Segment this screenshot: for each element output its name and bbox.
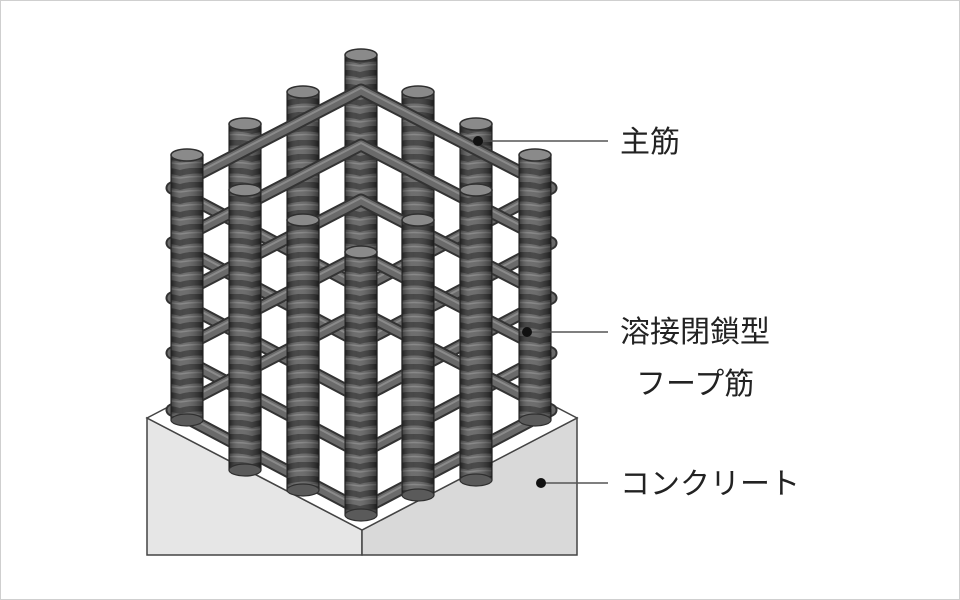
rebar-11	[401, 213, 435, 502]
rebar-8	[228, 183, 262, 477]
dot-marker-icon	[473, 136, 483, 146]
callout-concrete: コンクリート	[536, 467, 800, 502]
callout-main-rebar: 主筋	[473, 125, 680, 160]
label-hoop-line2: フープ筋	[636, 367, 754, 402]
dot-marker-icon	[536, 478, 546, 488]
rebars-front	[170, 148, 552, 522]
callout-hoop: 溶接閉鎖型 フープ筋	[522, 315, 770, 402]
label-concrete: コンクリート	[620, 467, 800, 502]
dot-marker-icon	[522, 327, 532, 337]
label-main-rebar: 主筋	[620, 125, 680, 160]
rebar-9	[459, 183, 493, 487]
rebar-12	[344, 245, 378, 522]
rebar-6	[170, 148, 204, 427]
rebar-10	[286, 213, 320, 497]
label-hoop-line1: 溶接閉鎖型	[620, 315, 770, 350]
rebar-7	[518, 148, 552, 427]
